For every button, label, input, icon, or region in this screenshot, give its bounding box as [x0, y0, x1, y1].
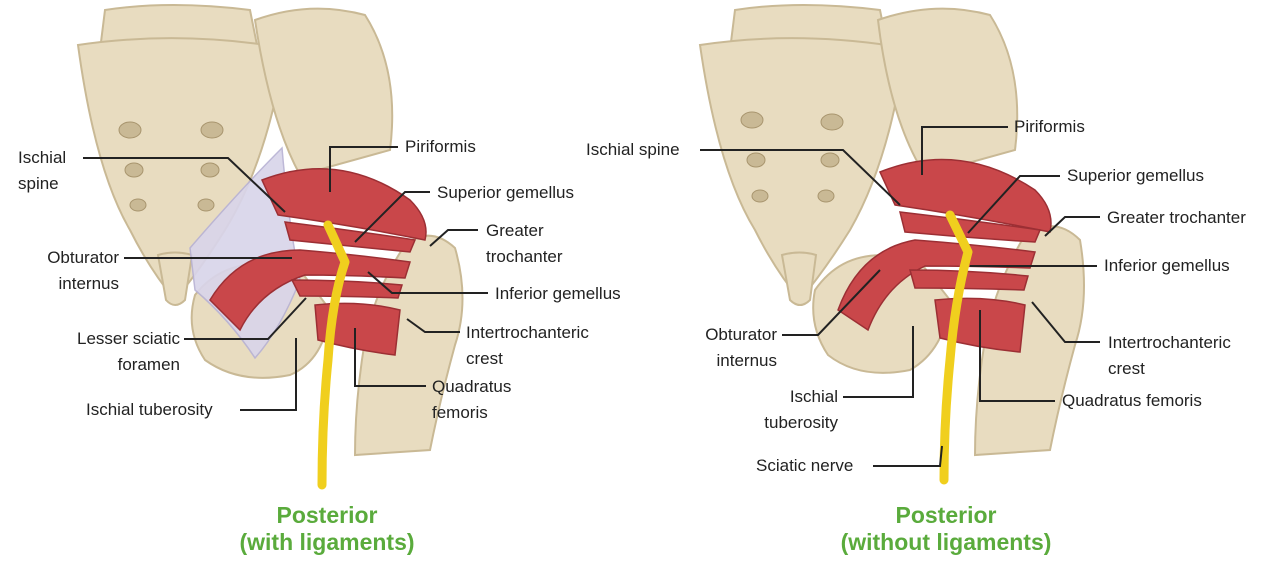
- caption-without-ligaments: Posterior (without ligaments): [840, 502, 1052, 555]
- label-obturator-internus: Obturator internus: [705, 325, 777, 370]
- label-piriformis: Piriformis: [1014, 117, 1085, 136]
- leader-quadratus-femoris: [979, 310, 1055, 402]
- ilium: [253, 7, 394, 177]
- label-lesser-sciatic-foramen: Lesser sciatic foramen: [77, 329, 180, 374]
- label-obturator-internus: Obturator internus: [47, 248, 119, 293]
- label-sciatic-nerve: Sciatic nerve: [756, 456, 854, 475]
- sacral-foramen: [820, 113, 844, 131]
- obturator-internus-muscle: [209, 249, 411, 332]
- leader-greater-trochanter: [429, 229, 478, 247]
- label-piriformis: Piriformis: [405, 137, 476, 156]
- panel-with-ligaments-art: [76, 4, 464, 490]
- leader-ischial-tuberosity: [843, 326, 914, 398]
- leader-intertrochanteric-crest: [406, 318, 460, 333]
- leader-piriformis: [921, 126, 1008, 175]
- label-intertrochanteric-crest: Intertrochanteric crest: [466, 323, 589, 368]
- leader-sciatic-nerve: [873, 445, 943, 467]
- leader-lines: [83, 126, 1100, 467]
- label-superior-gemellus: Superior gemellus: [1067, 166, 1205, 185]
- leader-ischial-spine: [700, 149, 901, 206]
- sacral-foramen: [129, 198, 147, 212]
- caption-with-ligaments: Posterior (with ligaments): [239, 502, 415, 555]
- label-intertrochanteric-crest: Intertrochanteric crest: [1108, 333, 1231, 378]
- sacral-foramen: [118, 121, 142, 139]
- coccyx: [156, 251, 194, 306]
- label-greater-trochanter: Greater trochanter: [1107, 208, 1246, 227]
- leader-superior-gemellus: [354, 191, 430, 243]
- leader-intertrochanteric-crest: [1031, 301, 1100, 343]
- inferior-gemellus-muscle: [290, 279, 403, 299]
- panel-without-ligaments-art: [698, 4, 1085, 485]
- label-quadratus-femoris: Quadratus femoris: [1062, 391, 1202, 410]
- sacral-foramen: [746, 152, 766, 168]
- leader-quadratus-femoris: [354, 328, 426, 387]
- label-ischial-spine: Ischial spine: [18, 148, 67, 193]
- label-greater-trochanter: Greater trochanter: [486, 221, 563, 266]
- leader-superior-gemellus: [967, 175, 1060, 234]
- leader-ischial-spine: [83, 157, 286, 213]
- leader-ischial-tuberosity: [240, 338, 297, 411]
- inferior-gemellus-muscle: [909, 269, 1029, 291]
- label-ischial-spine: Ischial spine: [586, 140, 680, 159]
- sacral-foramen: [200, 121, 224, 139]
- leader-lesser-sciatic-foramen: [184, 297, 307, 340]
- sacral-foramen: [817, 189, 835, 203]
- sacral-foramen: [751, 189, 769, 203]
- leader-obturator-internus: [782, 269, 881, 336]
- sacral-foramen: [200, 162, 220, 178]
- sacral-foramen: [197, 198, 215, 212]
- sacral-foramen: [820, 152, 840, 168]
- leader-greater-trochanter: [1044, 216, 1100, 237]
- label-superior-gemellus: Superior gemellus: [437, 183, 575, 202]
- label-inferior-gemellus: Inferior gemellus: [1104, 256, 1230, 275]
- sciatic-nerve: [939, 210, 973, 485]
- ilium: [876, 7, 1019, 177]
- obturator-internus-muscle: [837, 239, 1036, 332]
- sciatic-nerve: [317, 220, 350, 490]
- label-inferior-gemellus: Inferior gemellus: [495, 284, 621, 303]
- sacral-foramen: [740, 111, 764, 129]
- coccyx: [780, 251, 818, 306]
- label-quadratus-femoris: Quadratus femoris: [432, 377, 512, 422]
- leader-inferior-gemellus: [367, 271, 488, 294]
- sacrum: [698, 37, 907, 302]
- leader-piriformis: [329, 146, 398, 192]
- label-ischial-tuberosity: Ischial tuberosity: [86, 400, 213, 419]
- sacral-foramen: [124, 162, 144, 178]
- label-ischial-tuberosity: Ischial tuberosity: [764, 387, 838, 432]
